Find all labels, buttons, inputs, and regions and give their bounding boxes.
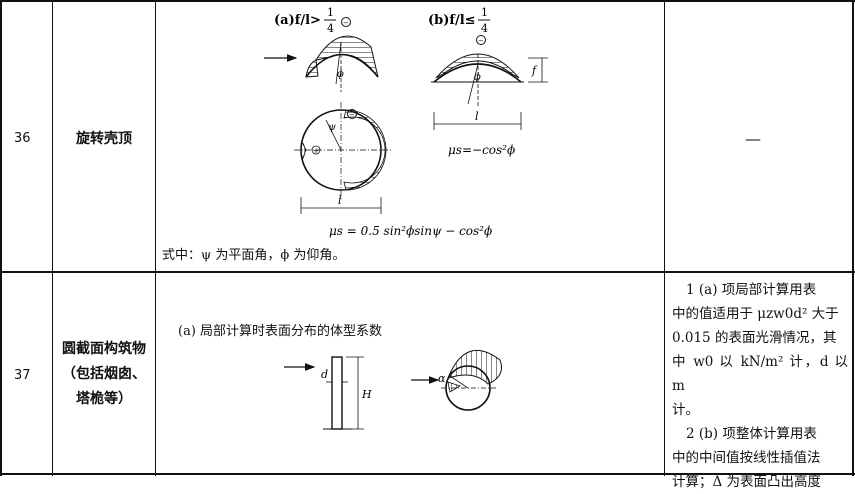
table-border-bottom bbox=[0, 473, 855, 475]
figure-b-label: (b)f/l≤ bbox=[428, 13, 476, 28]
fraction-a-numerator: 1 bbox=[327, 6, 334, 19]
circular-section-diagram: d H α bbox=[284, 349, 502, 430]
dimension-d: d bbox=[321, 368, 328, 381]
dome-a-plan: − + ψ l bbox=[294, 102, 392, 214]
dome-a-elevation: − ϕ bbox=[305, 17, 379, 92]
note-line: 计算；Δ 为表面凸出高度 bbox=[672, 474, 822, 490]
note-line: 中 w0 以 kN/m² 计，d 以 m bbox=[672, 354, 848, 394]
row-note-dash: — bbox=[745, 129, 761, 148]
dimension-h: H bbox=[361, 388, 372, 401]
formula-a: μs = 0.5 sin²ϕsinψ − cos²ϕ bbox=[329, 224, 492, 238]
note-line: 0.015 的表面光滑情况，其 bbox=[672, 330, 837, 346]
row-name: 旋转壳顶 bbox=[76, 131, 132, 147]
angle-phi-a: ϕ bbox=[337, 69, 344, 80]
note-line: 2 (b) 项整体计算用表 bbox=[686, 426, 817, 442]
row-37-notes: 1 (a) 项局部计算用表 中的值适用于 μzw0d² 大于 0.015 的表面… bbox=[672, 278, 848, 494]
table-border-left bbox=[0, 0, 2, 476]
row-divider bbox=[0, 271, 855, 273]
row-37-caption: (a) 局部计算时表面分布的体型系数 bbox=[178, 324, 383, 339]
formula-b: μs=−cos²ϕ bbox=[448, 143, 515, 157]
circular-section-plan: α bbox=[438, 349, 502, 411]
figure-a-label: (a)f/l> bbox=[274, 13, 321, 28]
row-36-caption: 式中：ψ 为平面角，ϕ 为仰角。 bbox=[162, 248, 346, 263]
column-divider-1 bbox=[52, 0, 53, 476]
rotating-shell-diagram: (a)f/l> 1 4 (b)f/l≤ 1 4 − ϕ bbox=[264, 6, 548, 238]
angle-psi: ψ bbox=[328, 122, 336, 133]
dimension-f: f bbox=[531, 64, 538, 77]
chimney-elevation: d H bbox=[321, 356, 372, 430]
svg-text:−: − bbox=[343, 19, 349, 27]
column-divider-2 bbox=[155, 0, 156, 476]
column-divider-3 bbox=[664, 0, 665, 476]
note-line: 中的值适用于 μzw0d² 大于 bbox=[672, 306, 839, 322]
dome-b-elevation: − ϕ f l bbox=[431, 35, 548, 130]
table-border-right bbox=[852, 0, 854, 476]
row-number: 36 bbox=[14, 131, 31, 146]
svg-text:+: + bbox=[313, 147, 319, 155]
row-name-line-3: 塔桅等） bbox=[76, 391, 132, 407]
note-line: 1 (a) 项局部计算用表 bbox=[686, 282, 817, 298]
svg-text:−: − bbox=[478, 37, 484, 45]
dimension-l-a: l bbox=[338, 194, 342, 207]
svg-text:−: − bbox=[349, 111, 355, 119]
fraction-b-denominator: 4 bbox=[481, 22, 488, 35]
note-line: 计。 bbox=[672, 402, 699, 418]
dimension-l-b: l bbox=[475, 110, 479, 123]
fraction-a-denominator: 4 bbox=[327, 22, 334, 35]
angle-phi-b: ϕ bbox=[474, 72, 481, 83]
note-line: 中的中间值按线性插值法 bbox=[672, 450, 821, 466]
row-number: 37 bbox=[14, 368, 31, 383]
row-name-line-1: 圆截面构筑物 bbox=[62, 341, 146, 357]
angle-alpha: α bbox=[438, 372, 446, 385]
row-name-line-2: （包括烟囱、 bbox=[62, 366, 146, 382]
table-border-top bbox=[0, 0, 855, 2]
fraction-b-numerator: 1 bbox=[481, 6, 488, 19]
